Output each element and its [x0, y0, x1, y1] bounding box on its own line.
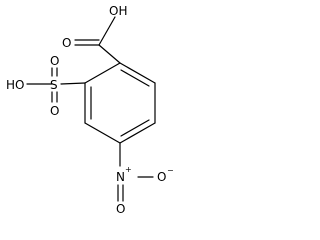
bond-carboxyl-c-oh: [98, 16, 116, 46]
bond-ring-sulfur: [60, 82, 86, 85]
sulfo-o-top-label: O: [50, 54, 59, 68]
nitro-n-charge-label: +: [125, 165, 132, 174]
carboxyl-o-label: O: [62, 36, 71, 50]
benzene-ring: [84, 62, 156, 144]
carboxyl-group: OH O: [62, 4, 127, 64]
nitro-n-label: N: [116, 170, 125, 184]
ring-double-bond-c3-c4: [120, 119, 150, 137]
chemical-structure: OH O HO S O O N + O O −: [6, 4, 174, 216]
carboxyl-oh-label: OH: [109, 4, 127, 18]
nitro-o-charge-label: −: [167, 166, 174, 175]
sulfo-group: HO S O O: [6, 54, 86, 118]
ring-bond-c4-c5: [84, 122, 121, 144]
nitro-o-right-label: O: [157, 170, 166, 184]
bond-ring-carboxyl-carbon: [98, 44, 121, 64]
nitro-o-bottom-label: O: [116, 202, 125, 216]
sulfo-ho-label: HO: [6, 78, 24, 92]
sulfur-label: S: [50, 78, 58, 92]
nitro-group: N + O O −: [116, 142, 174, 216]
ring-bond-c3-c4: [119, 122, 156, 144]
sulfo-o-bottom-label: O: [50, 104, 59, 118]
ring-bond-c6-c1: [84, 62, 121, 84]
ring-bond-c1-c2: [119, 62, 156, 84]
ring-double-bond-c1-c2: [120, 69, 150, 87]
